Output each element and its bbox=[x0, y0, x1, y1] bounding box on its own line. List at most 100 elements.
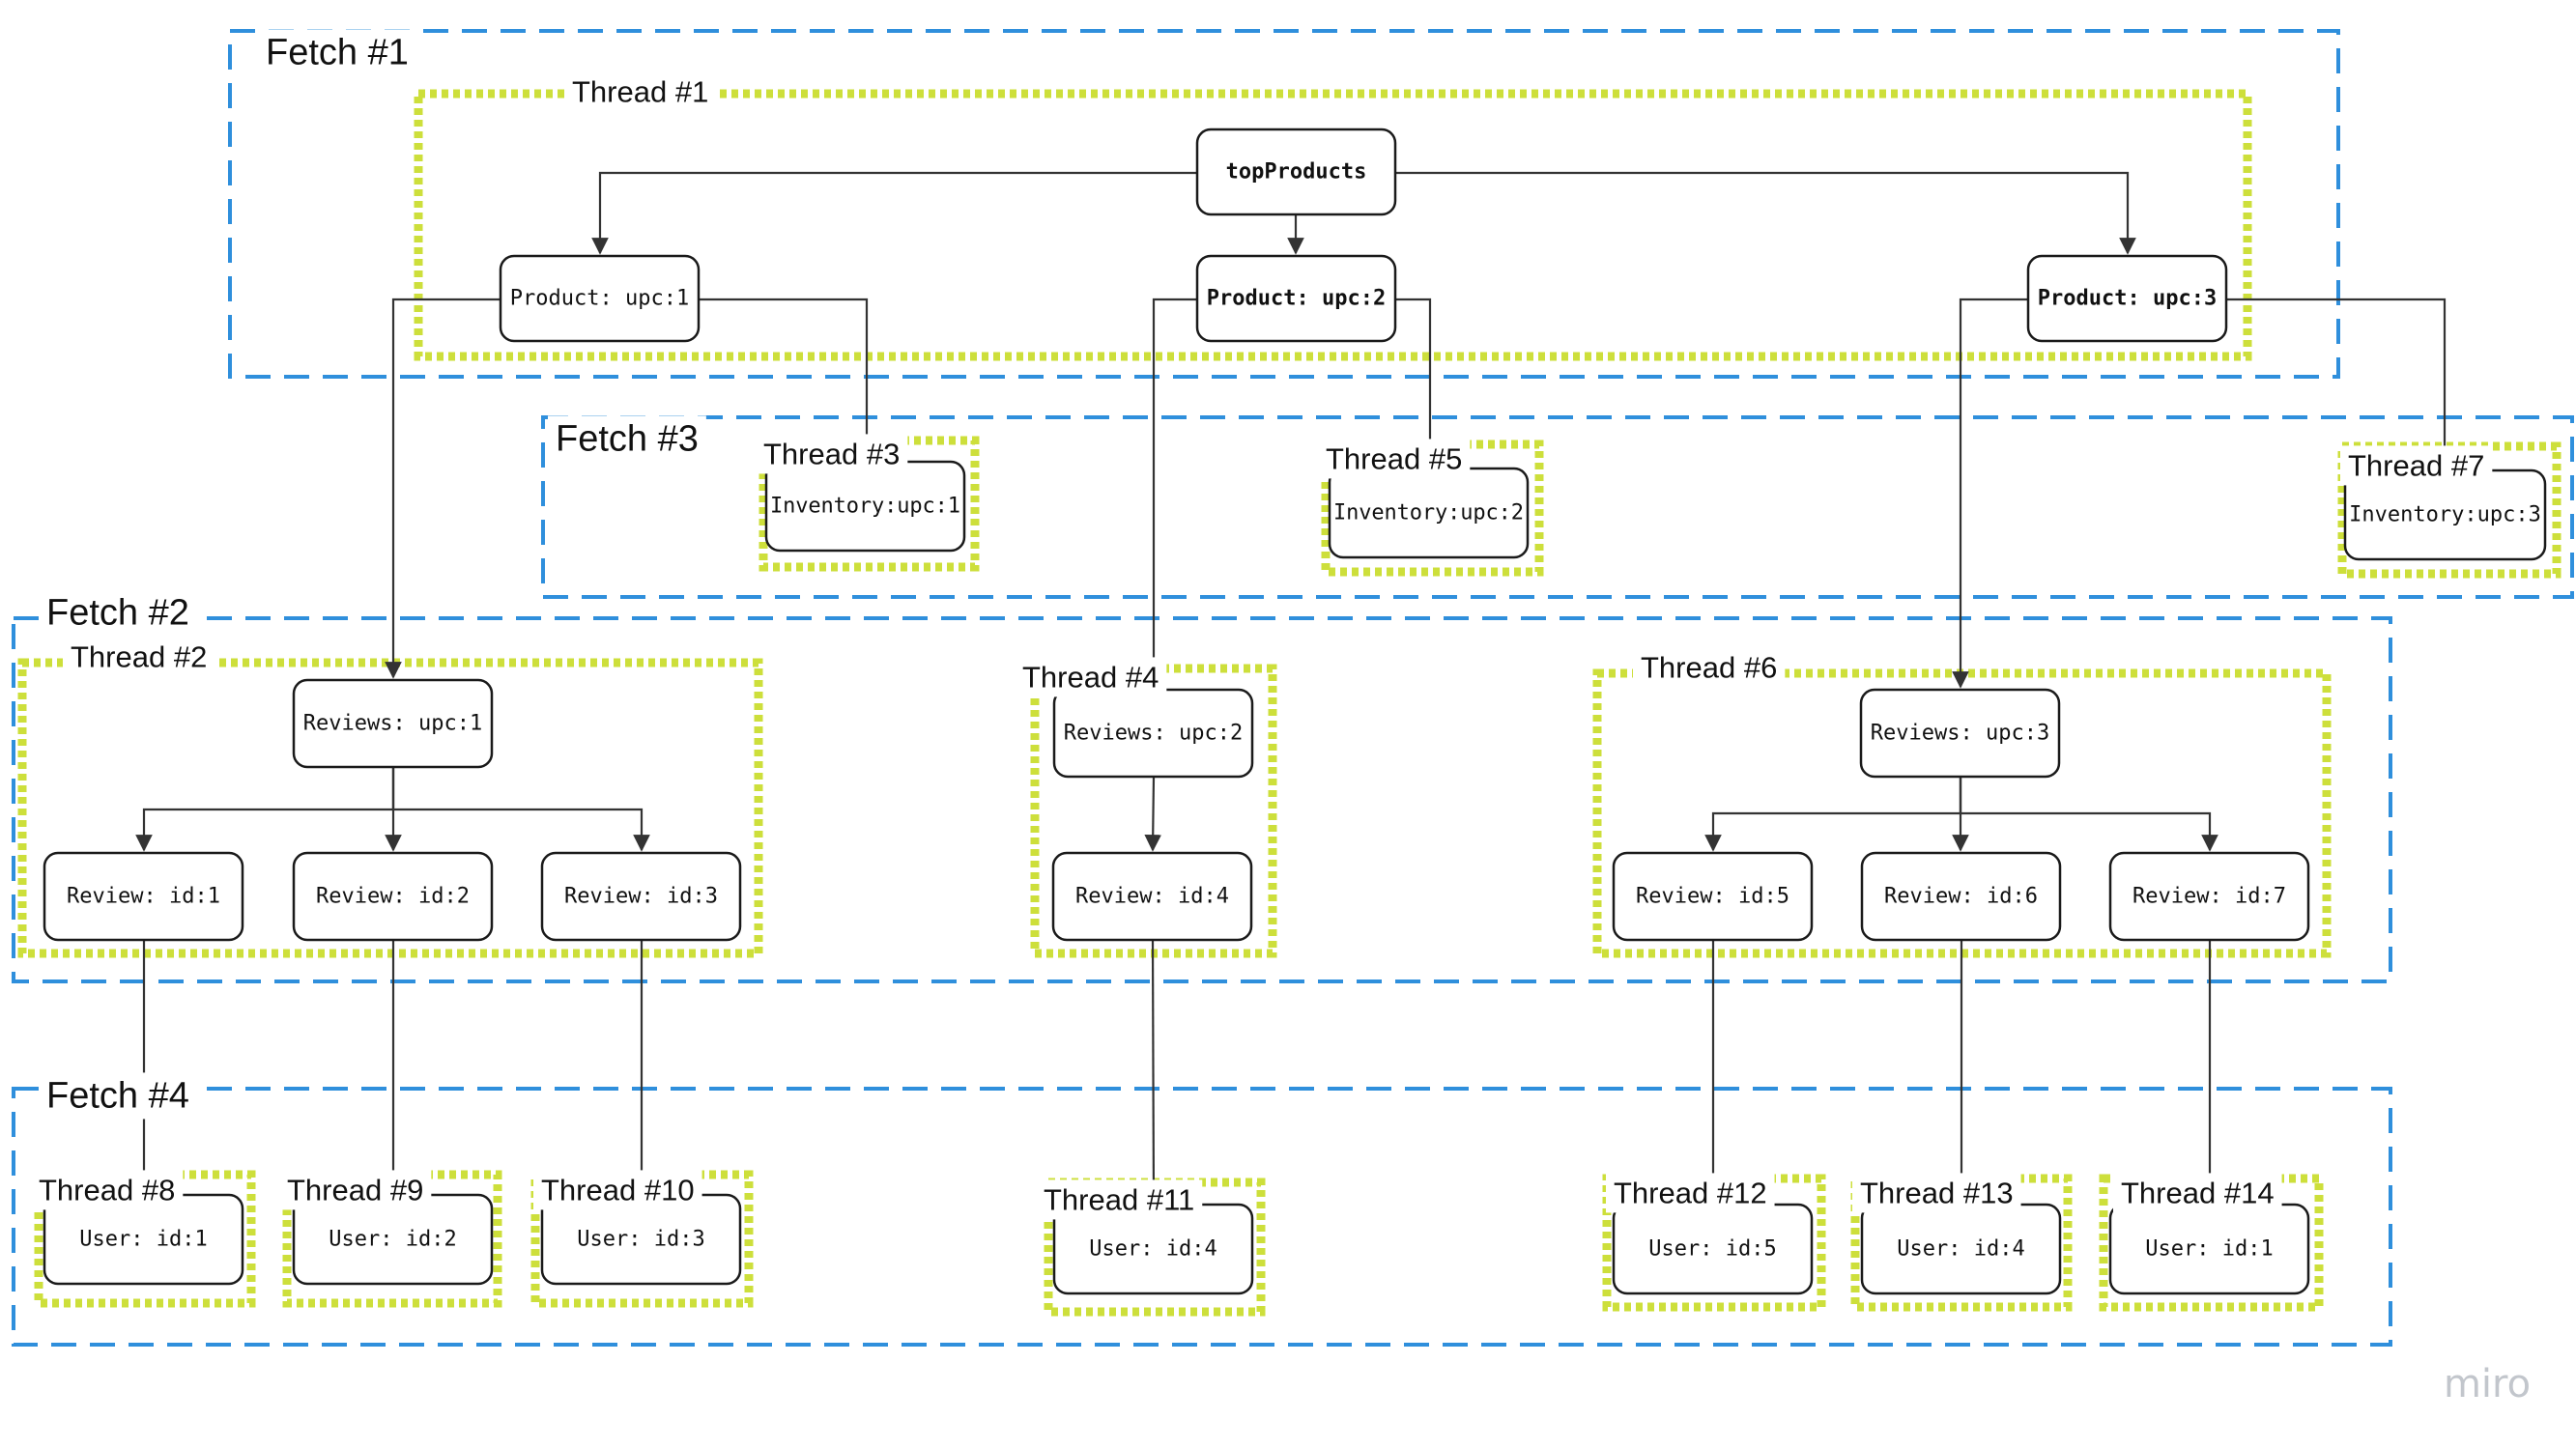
thread11-label: Thread #11 bbox=[1044, 1182, 1194, 1216]
node-review4-box bbox=[1051, 851, 1253, 942]
node-review1-box bbox=[43, 851, 244, 942]
node-review2[interactable]: Review: id:2 bbox=[292, 851, 494, 942]
edge-review4-to-user11 bbox=[1145, 939, 1162, 1204]
node-review5[interactable]: Review: id:5 bbox=[1612, 851, 1814, 942]
node-user11[interactable]: User: id:4 bbox=[1052, 1203, 1254, 1295]
fetch3-label-background bbox=[548, 415, 706, 463]
thread13-label-background bbox=[1852, 1173, 2021, 1213]
thread6-label-group: Thread #6 bbox=[1633, 647, 1786, 688]
node-review5-label: Review: id:5 bbox=[1636, 885, 1789, 909]
node-inventory2-label: Inventory:upc:2 bbox=[1333, 501, 1524, 525]
edge-product2-to-reviews2 bbox=[1145, 298, 1197, 689]
thread2-label-background bbox=[63, 637, 215, 677]
thread3-label-group: Thread #3 bbox=[756, 434, 908, 474]
edge-reviews2-to-review4 bbox=[1144, 776, 1162, 852]
fetch-groups bbox=[12, 29, 2574, 1347]
thread7-label-background bbox=[2340, 445, 2493, 486]
node-review3[interactable]: Review: id:3 bbox=[540, 851, 742, 942]
node-reviews1-label: Reviews: upc:1 bbox=[303, 712, 482, 736]
thread14-label: Thread #14 bbox=[2121, 1176, 2275, 1209]
node-user13[interactable]: User: id:4 bbox=[1860, 1203, 2062, 1295]
thread1-label: Thread #1 bbox=[572, 74, 708, 108]
node-product3[interactable]: Product: upc:3 bbox=[2026, 254, 2228, 343]
node-review7-box bbox=[2108, 851, 2310, 942]
edge-product3-to-inventory3 bbox=[2226, 298, 2453, 469]
thread5-label-group: Thread #5 bbox=[1318, 439, 1471, 479]
node-product1-box bbox=[499, 254, 701, 343]
node-reviews2-label: Reviews: upc:2 bbox=[1064, 722, 1243, 746]
thread14-label-group: Thread #14 bbox=[2113, 1173, 2282, 1213]
thread11-label-group: Thread #11 bbox=[1036, 1179, 1203, 1220]
thread6-label: Thread #6 bbox=[1641, 650, 1777, 684]
node-user12-label: User: id:5 bbox=[1648, 1237, 1776, 1262]
node-user9[interactable]: User: id:2 bbox=[292, 1193, 494, 1286]
group-labels: Fetch #1 Fetch #2 Fetch #3 Fetch #4 Thread #… bbox=[31, 29, 2493, 1220]
thread8-label-group: Thread #8 bbox=[31, 1170, 184, 1210]
thread11-label-background bbox=[1036, 1179, 1203, 1220]
fetch3-label-group: Fetch #3 bbox=[548, 415, 706, 463]
node-review7-label: Review: id:7 bbox=[2132, 885, 2286, 909]
thread10-label-background bbox=[533, 1170, 702, 1210]
node-reviews1-box bbox=[292, 678, 494, 769]
node-review2-label: Review: id:2 bbox=[316, 885, 470, 909]
node-review6-label: Review: id:6 bbox=[1884, 885, 2038, 909]
thread14-label-background bbox=[2113, 1173, 2282, 1213]
node-review2-box bbox=[292, 851, 494, 942]
node-review1[interactable]: Review: id:1 bbox=[43, 851, 244, 942]
fetch2-boundary bbox=[12, 616, 2392, 983]
node-product3-box bbox=[2026, 254, 2228, 343]
node-product1[interactable]: Product: upc:1 bbox=[499, 254, 701, 343]
fetch2-label: Fetch #2 bbox=[46, 592, 189, 633]
thread3-label: Thread #3 bbox=[763, 437, 900, 470]
node-reviews1[interactable]: Reviews: upc:1 bbox=[292, 678, 494, 769]
node-review7[interactable]: Review: id:7 bbox=[2108, 851, 2310, 942]
node-user8-label: User: id:1 bbox=[79, 1228, 207, 1252]
thread1-boundary bbox=[414, 89, 2252, 361]
thread4-label-group: Thread #4 bbox=[1015, 657, 1167, 697]
fetch1-boundary bbox=[228, 29, 2340, 379]
node-user12[interactable]: User: id:5 bbox=[1612, 1203, 1814, 1295]
node-product1-label: Product: upc:1 bbox=[510, 287, 689, 311]
thread6-label-background bbox=[1633, 647, 1786, 688]
fetch1-label-background bbox=[258, 29, 416, 76]
edge-reviews3-to-review5 bbox=[1704, 777, 1962, 852]
thread7-label: Thread #7 bbox=[2348, 448, 2484, 482]
node-review4-label: Review: id:4 bbox=[1075, 885, 1229, 909]
node-user11-label: User: id:4 bbox=[1089, 1237, 1216, 1262]
thread2-label: Thread #2 bbox=[71, 639, 207, 673]
thread13-label-group: Thread #13 bbox=[1852, 1173, 2021, 1213]
node-inventory3-label: Inventory:upc:3 bbox=[2349, 503, 2541, 527]
connectors bbox=[135, 171, 2453, 1204]
node-review3-label: Review: id:3 bbox=[564, 885, 718, 909]
node-reviews2[interactable]: Reviews: upc:2 bbox=[1052, 688, 1254, 779]
node-inventory1[interactable]: Inventory:upc:1 bbox=[764, 460, 966, 553]
thread7-label-group: Thread #7 bbox=[2340, 445, 2493, 486]
thread1-label-background bbox=[564, 71, 717, 112]
fetch4-label: Fetch #4 bbox=[46, 1075, 189, 1116]
node-reviews3[interactable]: Reviews: upc:3 bbox=[1859, 688, 2061, 779]
node-topProducts-box bbox=[1195, 128, 1397, 216]
fetch1-label: Fetch #1 bbox=[266, 32, 409, 72]
node-inventory2[interactable]: Inventory:upc:2 bbox=[1328, 467, 1530, 559]
node-inventory3[interactable]: Inventory:upc:3 bbox=[2343, 468, 2547, 561]
node-review6[interactable]: Review: id:6 bbox=[1860, 851, 2062, 942]
thread13-label: Thread #13 bbox=[1860, 1176, 2014, 1209]
edge-product3-to-reviews3 bbox=[1952, 298, 2028, 689]
node-review3-box bbox=[540, 851, 742, 942]
thread12-label-group: Thread #12 bbox=[1606, 1173, 1775, 1213]
fetch1-label-group: Fetch #1 bbox=[258, 29, 416, 76]
fetch4-label-group: Fetch #4 bbox=[39, 1072, 197, 1120]
node-user10[interactable]: User: id:3 bbox=[540, 1193, 742, 1286]
thread4-label: Thread #4 bbox=[1022, 660, 1159, 694]
node-product2[interactable]: Product: upc:2 bbox=[1195, 254, 1397, 343]
node-user14-label: User: id:1 bbox=[2145, 1237, 2273, 1262]
node-review4[interactable]: Review: id:4 bbox=[1051, 851, 1253, 942]
fetch3-label: Fetch #3 bbox=[556, 418, 699, 459]
thread4-label-background bbox=[1015, 657, 1167, 697]
node-topProducts[interactable]: topProducts bbox=[1195, 128, 1397, 216]
node-user14[interactable]: User: id:1 bbox=[2108, 1203, 2310, 1295]
node-product2-label: Product: upc:2 bbox=[1207, 287, 1386, 311]
edge-product2-to-inventory2 bbox=[1395, 298, 1439, 468]
edge-product1-to-reviews1 bbox=[385, 298, 501, 679]
